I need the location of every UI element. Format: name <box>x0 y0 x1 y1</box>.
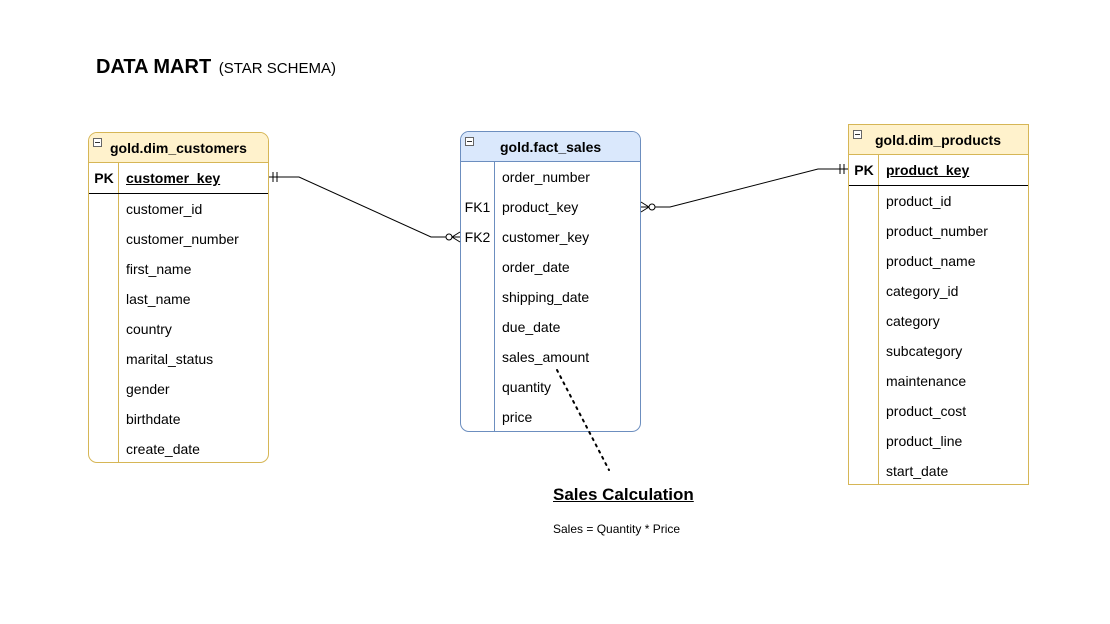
field-row[interactable]: maintenance <box>849 366 1028 396</box>
field-row[interactable]: subcategory <box>849 336 1028 366</box>
field-name: category_id <box>886 283 959 299</box>
pk-row[interactable]: PK customer_key <box>89 163 268 194</box>
field-row[interactable]: product_id <box>849 186 1028 216</box>
key-label: FK1 <box>464 199 491 215</box>
field-name: sales_amount <box>502 349 590 365</box>
pk-field: customer_key <box>126 170 221 186</box>
dim-customers-table[interactable]: gold.dim_customers PK customer_key custo… <box>88 132 269 463</box>
key-column-divider <box>878 155 879 484</box>
dim-customers-name: gold.dim_customers <box>110 140 247 156</box>
diagram-title-main: DATA MART <box>96 56 212 78</box>
field-name: price <box>502 409 533 425</box>
annotation-connector <box>556 369 610 471</box>
field-row[interactable]: country <box>89 314 268 344</box>
field-row[interactable]: quantity <box>461 372 640 402</box>
field-name: shipping_date <box>502 289 590 305</box>
field-name: product_cost <box>886 403 967 419</box>
field-name: due_date <box>502 319 561 335</box>
pk-label: PK <box>94 170 114 186</box>
field-name: customer_key <box>502 229 590 245</box>
field-row[interactable]: marital_status <box>89 344 268 374</box>
key-column-divider <box>494 162 495 431</box>
field-name: customer_number <box>126 231 239 247</box>
field-row[interactable]: category <box>849 306 1028 336</box>
field-row[interactable]: customer_number <box>89 224 268 254</box>
field-name: product_number <box>886 223 988 239</box>
field-row[interactable]: start_date <box>849 456 1028 484</box>
customers-sales-relationship[interactable] <box>269 172 461 243</box>
diagram-title-sub: (STAR SCHEMA) <box>218 60 336 77</box>
field-row[interactable]: product_name <box>849 246 1028 276</box>
field-row[interactable]: category_id <box>849 276 1028 306</box>
pk-label: PK <box>854 162 874 178</box>
field-row[interactable]: gender <box>89 374 268 404</box>
field-name: maintenance <box>886 373 967 389</box>
field-name: order_number <box>502 169 590 185</box>
note-text: Sales = Quantity * Price <box>553 522 681 536</box>
field-name: last_name <box>126 291 191 307</box>
field-row[interactable]: product_line <box>849 426 1028 456</box>
note-title: Sales Calculation <box>553 485 694 504</box>
diagram-title: DATA MART (STAR SCHEMA) <box>96 56 336 79</box>
field-row[interactable]: shipping_date <box>461 282 640 312</box>
dim-products-table[interactable]: gold.dim_products PK product_key product… <box>848 124 1029 485</box>
field-name: first_name <box>126 261 192 277</box>
products-sales-relationship[interactable] <box>640 164 848 213</box>
field-row[interactable]: sales_amount <box>461 342 640 372</box>
field-name: create_date <box>126 441 200 457</box>
field-row[interactable]: FK2 customer_key <box>461 222 640 252</box>
field-name: product_id <box>886 193 952 209</box>
field-name: birthdate <box>126 411 181 427</box>
field-row[interactable]: create_date <box>89 434 268 462</box>
field-name: gender <box>126 381 170 397</box>
key-column-divider <box>118 163 119 462</box>
field-row[interactable]: birthdate <box>89 404 268 434</box>
field-row[interactable]: due_date <box>461 312 640 342</box>
field-name: order_date <box>502 259 570 275</box>
field-row[interactable]: price <box>461 402 640 431</box>
fact-sales-header[interactable]: gold.fact_sales <box>461 132 640 162</box>
field-name: quantity <box>502 379 552 395</box>
dim-products-name: gold.dim_products <box>875 132 1001 148</box>
field-row[interactable]: order_number <box>461 162 640 192</box>
field-row[interactable]: FK1 product_key <box>461 192 640 222</box>
field-name: product_key <box>502 199 579 215</box>
collapse-icon[interactable] <box>93 138 102 147</box>
field-name: marital_status <box>126 351 214 367</box>
field-name: product_line <box>886 433 963 449</box>
field-row[interactable]: order_date <box>461 252 640 282</box>
field-name: country <box>126 321 172 337</box>
field-name: subcategory <box>886 343 963 359</box>
dim-customers-header[interactable]: gold.dim_customers <box>89 133 268 163</box>
field-name: category <box>886 313 940 329</box>
field-row[interactable]: customer_id <box>89 194 268 224</box>
field-row[interactable]: product_number <box>849 216 1028 246</box>
field-name: start_date <box>886 463 949 479</box>
dim-products-header[interactable]: gold.dim_products <box>849 125 1028 155</box>
field-row[interactable]: product_cost <box>849 396 1028 426</box>
pk-field: product_key <box>886 162 970 178</box>
key-label: FK2 <box>464 229 491 245</box>
field-name: product_name <box>886 253 976 269</box>
field-name: customer_id <box>126 201 203 217</box>
collapse-icon[interactable] <box>465 137 474 146</box>
collapse-icon[interactable] <box>853 130 862 139</box>
field-row[interactable]: first_name <box>89 254 268 284</box>
fact-sales-name: gold.fact_sales <box>500 139 602 155</box>
pk-row[interactable]: PK product_key <box>849 155 1028 186</box>
field-row[interactable]: last_name <box>89 284 268 314</box>
